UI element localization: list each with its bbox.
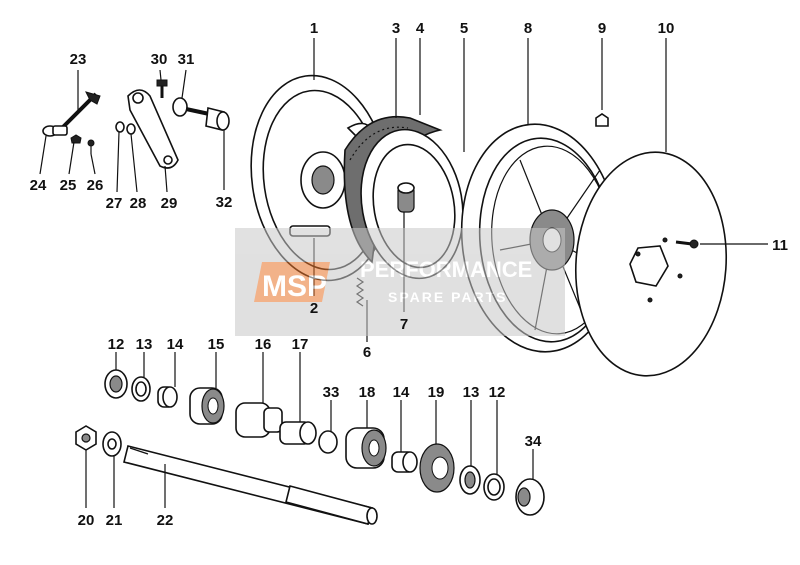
part-21-washer: [102, 431, 122, 457]
callout-24: 24: [30, 177, 47, 194]
callout-7: 7: [400, 316, 408, 333]
part-10-wheel-cover: [574, 151, 728, 377]
callout-29: 29: [161, 195, 178, 212]
part-19-flange: [419, 443, 455, 493]
part-34-cap: [515, 478, 545, 516]
part-18-bearing: [345, 427, 387, 469]
watermark-brand: PERFORMANCE: [360, 257, 532, 282]
callout-3: 3: [392, 20, 400, 37]
callout-27: 27: [106, 195, 123, 212]
callout-12b: 12: [489, 384, 506, 401]
callout-30: 30: [151, 51, 168, 68]
callout-20: 20: [78, 512, 95, 529]
part-12b-seal: [483, 473, 505, 501]
part-14a-spacer: [157, 386, 178, 408]
callout-2: 2: [310, 300, 318, 317]
callout-31: 31: [178, 51, 195, 68]
part-13b-ring: [459, 465, 481, 495]
part-24-clevis: [42, 125, 68, 137]
callout-5: 5: [460, 20, 468, 37]
callout-17: 17: [292, 336, 309, 353]
callout-6: 6: [363, 344, 371, 361]
part-11-screw: [675, 239, 699, 249]
callout-13b: 13: [463, 384, 480, 401]
part-33-washer: [318, 430, 338, 454]
part-26-pin: [87, 139, 95, 154]
callout-32: 32: [216, 194, 233, 211]
callout-16: 16: [255, 336, 272, 353]
callout-22: 22: [157, 512, 174, 529]
callout-23: 23: [70, 51, 87, 68]
callout-13a: 13: [136, 336, 153, 353]
callout-26: 26: [87, 177, 104, 194]
part-9-nut: [595, 113, 609, 127]
part-29-brake-lever: [127, 89, 179, 169]
part-27-washer: [115, 121, 125, 133]
callout-4: 4: [416, 20, 425, 37]
callout-28: 28: [130, 195, 147, 212]
watermark-subtext: SPARE PARTS: [388, 289, 508, 305]
callout-21: 21: [106, 512, 123, 529]
part-16-sleeve: [235, 402, 283, 438]
callout-labels: 1 2 3 4 5 6 7 8 9 10 11 12 13 14 15 16 1…: [30, 20, 788, 529]
part-14b-spacer: [391, 451, 418, 473]
part-25-nut: [70, 134, 82, 144]
part-15-bearing: [189, 387, 225, 425]
callout-10: 10: [658, 20, 675, 37]
part-13a-ring: [131, 376, 151, 402]
part-12a-seal: [104, 369, 128, 399]
callout-11: 11: [772, 237, 788, 254]
callout-9: 9: [598, 20, 606, 37]
callout-18: 18: [359, 384, 376, 401]
part-20-nut: [75, 425, 97, 451]
callout-8: 8: [524, 20, 532, 37]
callout-1: 1: [310, 20, 318, 37]
part-31-32-cam-shaft: [172, 97, 230, 131]
part-23-adjusting-screw: [60, 91, 101, 130]
callout-34: 34: [525, 433, 542, 450]
callout-12a: 12: [108, 336, 125, 353]
callout-33: 33: [323, 384, 340, 401]
part-17-bushing: [279, 421, 317, 445]
callout-14b: 14: [393, 384, 410, 401]
part-30-bolt: [156, 79, 168, 98]
callout-25: 25: [60, 177, 77, 194]
part-22-axle: [123, 445, 378, 525]
watermark-logo: MSP: [262, 270, 327, 303]
callout-19: 19: [428, 384, 445, 401]
watermark: MSP PERFORMANCE SPARE PARTS: [235, 228, 565, 336]
callout-14a: 14: [167, 336, 184, 353]
part-28-ring: [126, 123, 136, 135]
callout-15: 15: [208, 336, 225, 353]
